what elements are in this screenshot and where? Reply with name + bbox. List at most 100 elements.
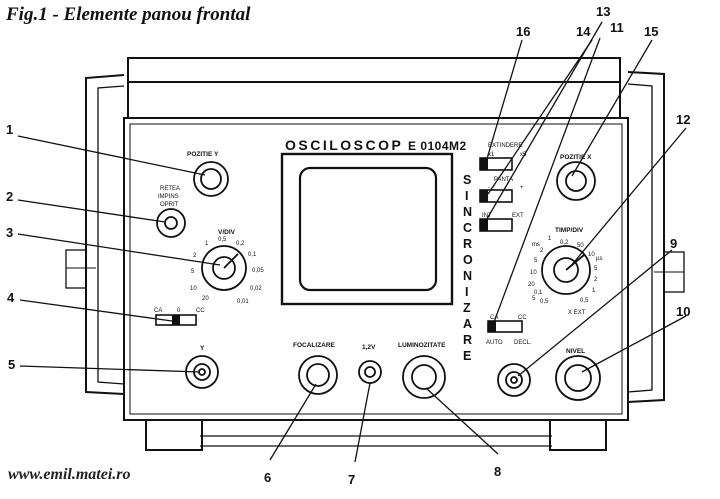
svg-text:10: 10 xyxy=(530,270,537,276)
callout-9: 9 xyxy=(670,236,677,251)
cc-label-right: CC xyxy=(518,315,527,321)
svg-text:0,2: 0,2 xyxy=(560,240,569,246)
svg-text:OPRIT: OPRIT xyxy=(160,202,179,208)
svg-text:0,2: 0,2 xyxy=(236,241,245,247)
callout-15: 15 xyxy=(644,24,658,39)
y-input-label: Y xyxy=(200,345,205,352)
callout-16: 16 xyxy=(516,24,530,39)
sync-label: S I N C R O N I Z A R E xyxy=(463,173,473,363)
callout-4: 4 xyxy=(7,290,15,305)
front-panel xyxy=(123,117,629,421)
svg-text:µs: µs xyxy=(596,256,602,262)
svg-text:20: 20 xyxy=(528,282,535,288)
crt-screen xyxy=(298,166,438,292)
panel-model-word: OSCILOSCOP xyxy=(285,137,403,153)
svg-text:x5: x5 xyxy=(520,152,527,158)
svg-text:R: R xyxy=(463,237,472,251)
ca-label-left: CA xyxy=(154,308,162,314)
callout-1: 1 xyxy=(6,122,13,137)
callout-numbers: 1 2 3 4 5 6 7 8 9 10 11 12 13 14 15 16 xyxy=(6,4,690,487)
left-handle xyxy=(85,74,125,395)
svg-text:I: I xyxy=(465,285,468,299)
svg-text:-: - xyxy=(488,185,490,191)
svg-text:0,1: 0,1 xyxy=(248,252,257,258)
v-div-label: V/DIV xyxy=(218,229,236,236)
retea-button[interactable] xyxy=(156,208,186,238)
pozitie-x-label: POZITIE X xyxy=(560,154,592,161)
svg-text:0,05: 0,05 xyxy=(252,268,264,274)
calibration-output[interactable] xyxy=(358,360,382,384)
v-div-scale: 2 1 0,5 0,2 0,1 0,05 0,02 0,01 20 10 5 xyxy=(190,237,264,305)
svg-text:0,5: 0,5 xyxy=(218,237,227,243)
pozitie-y-knob[interactable] xyxy=(193,161,229,197)
int-ext-switch[interactable] xyxy=(479,218,513,232)
timp-div-scale: ms 1 0,2 50 µs 2 10 5 5 10 2 20 1 0,5 0,… xyxy=(528,236,602,316)
callout-lines xyxy=(17,21,687,463)
svg-text:20: 20 xyxy=(202,296,209,302)
svg-text:I: I xyxy=(465,189,468,203)
callout-2: 2 xyxy=(6,189,13,204)
ca-cc-switch-right[interactable] xyxy=(487,320,523,333)
ca-label-right: CA xyxy=(490,315,498,321)
svg-text:1: 1 xyxy=(592,288,596,294)
svg-text:5: 5 xyxy=(534,258,538,264)
focalizare-knob[interactable] xyxy=(298,355,338,395)
ext-label: EXT xyxy=(512,213,524,219)
v-div-knob[interactable] xyxy=(201,245,247,291)
decl-label: DECL. xyxy=(514,340,532,346)
extindere-switch[interactable] xyxy=(479,157,513,171)
svg-text:S: S xyxy=(463,173,471,187)
svg-text:2: 2 xyxy=(193,253,197,259)
svg-text:0,5: 0,5 xyxy=(580,298,589,304)
svg-text:50: 50 xyxy=(577,243,584,249)
callout-6: 6 xyxy=(264,470,271,485)
svg-text:0,02: 0,02 xyxy=(250,286,262,292)
svg-text:1: 1 xyxy=(548,236,552,242)
panta-switch[interactable] xyxy=(479,189,513,203)
svg-text:10: 10 xyxy=(190,286,197,292)
top-cover xyxy=(127,57,621,119)
svg-text:x1: x1 xyxy=(488,152,495,158)
ca-cc-switch-thumb[interactable] xyxy=(172,315,180,325)
retea-label: RETEA xyxy=(160,186,180,192)
timp-div-knob[interactable] xyxy=(541,245,591,295)
svg-text:0,1: 0,1 xyxy=(534,290,543,296)
left-foot xyxy=(145,419,203,451)
svg-text:CC: CC xyxy=(196,308,205,314)
svg-text:N: N xyxy=(463,205,472,219)
int-label: INT xyxy=(482,213,492,219)
extindere-label: EXTINDERE xyxy=(488,143,522,149)
callout-8: 8 xyxy=(494,464,501,479)
ext-trigger-input[interactable] xyxy=(497,363,531,397)
svg-text:E: E xyxy=(463,349,471,363)
svg-text:0: 0 xyxy=(177,308,181,314)
cal-voltage-label: 1,2V xyxy=(362,344,376,351)
svg-text:2: 2 xyxy=(594,277,598,283)
luminozitate-label: LUMINOZITATE xyxy=(398,342,446,349)
svg-text:A: A xyxy=(463,317,472,331)
svg-text:N: N xyxy=(463,269,472,283)
svg-text:X EXT: X EXT xyxy=(568,310,586,316)
svg-text:+: + xyxy=(520,185,524,191)
svg-text:C: C xyxy=(463,221,472,235)
svg-text:O: O xyxy=(463,253,473,267)
svg-text:5: 5 xyxy=(532,296,536,302)
callout-12: 12 xyxy=(676,112,690,127)
right-handle xyxy=(627,71,665,403)
panel-model-code: E 0104M2 xyxy=(408,139,467,153)
svg-text:ms: ms xyxy=(532,242,540,248)
svg-text:10: 10 xyxy=(588,252,595,258)
figure-title: Fig.1 - Elemente panou frontal xyxy=(6,4,251,25)
nivel-knob[interactable] xyxy=(555,355,601,401)
footer-url: www.emil.matei.ro xyxy=(8,466,131,483)
callout-14: 14 xyxy=(576,24,591,39)
pozitie-x-knob[interactable] xyxy=(556,161,596,201)
callout-13: 13 xyxy=(596,4,610,19)
callout-11: 11 xyxy=(610,20,624,35)
svg-text:1: 1 xyxy=(205,241,209,247)
svg-text:IMPINS: IMPINS xyxy=(158,194,179,200)
callout-10: 10 xyxy=(676,304,690,319)
luminozitate-knob[interactable] xyxy=(402,355,446,399)
callout-5: 5 xyxy=(8,357,15,372)
